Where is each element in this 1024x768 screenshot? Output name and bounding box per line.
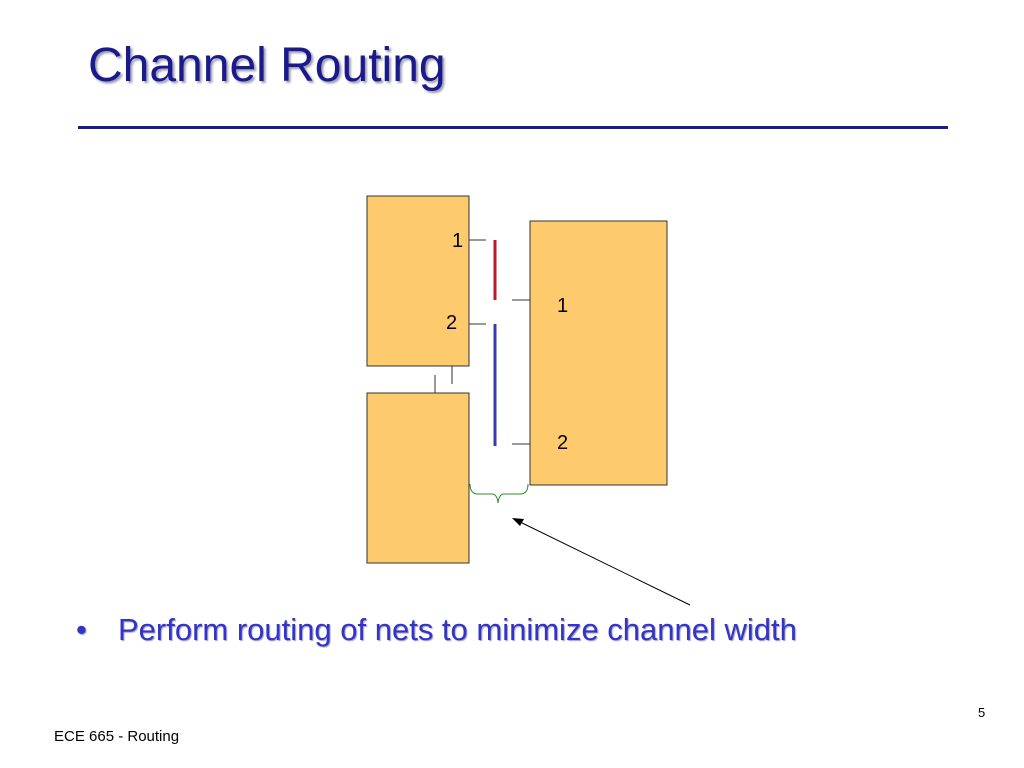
- slide-title: Channel Routing: [88, 39, 446, 92]
- left-block-pin-2-label: 2: [446, 312, 457, 334]
- bullet-text: Perform routing of nets to minimize chan…: [118, 612, 797, 647]
- page-number: 5: [978, 705, 986, 720]
- left-block-pin-1-label: 1: [452, 230, 463, 252]
- footer-course-label: ECE 665 - Routing: [54, 728, 180, 745]
- title-underline: [78, 126, 948, 129]
- bullet-item: • Perform routing of nets to minimize cha…: [76, 612, 797, 648]
- bullet-marker: •: [76, 612, 87, 647]
- pointer-arrow-line: [515, 519, 691, 606]
- left-top-block: [366, 195, 470, 367]
- right-block-pin-1-label: 1: [557, 295, 568, 317]
- channel-width-brace: [469, 483, 529, 504]
- right-block-pin-2-label: 2: [557, 432, 568, 454]
- pointer-arrowhead: [512, 518, 524, 526]
- right-block: [529, 220, 668, 486]
- left-bottom-block: [366, 392, 470, 564]
